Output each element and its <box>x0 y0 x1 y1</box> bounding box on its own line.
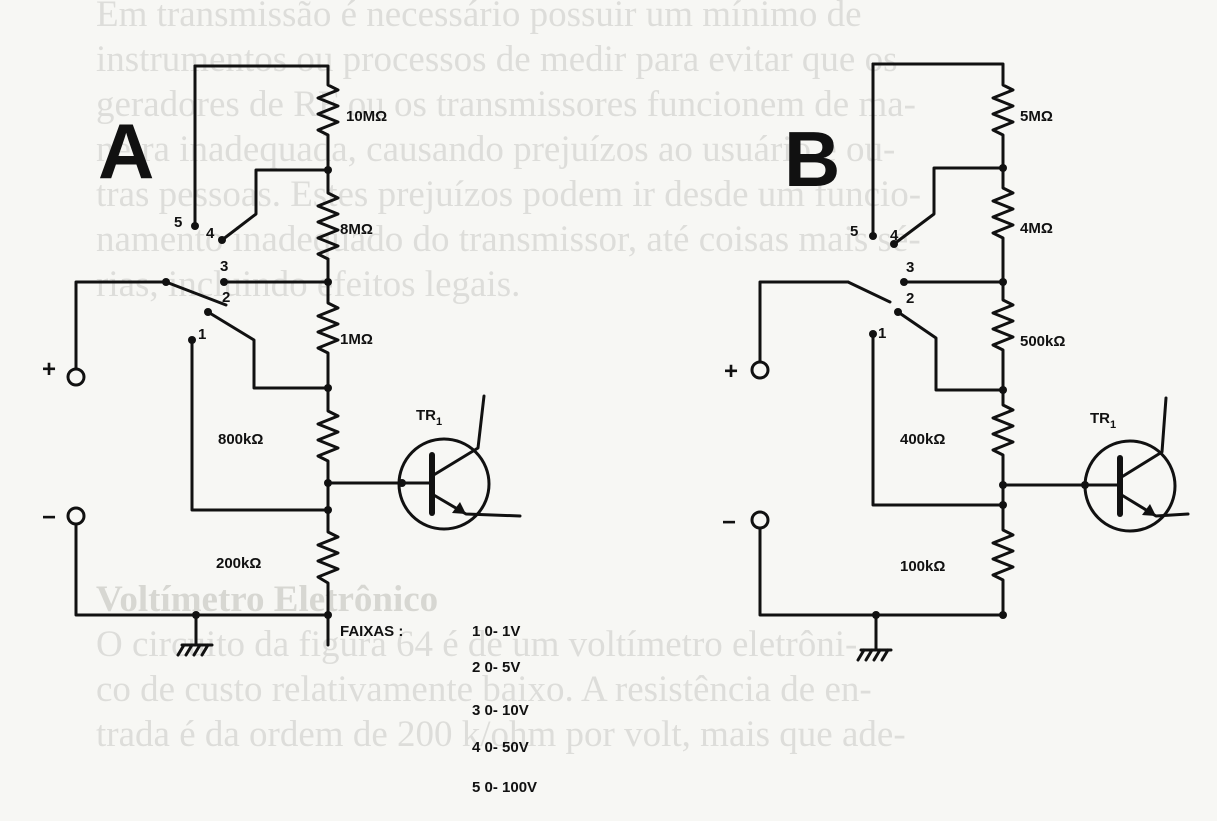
circuit-a-r2-label: 8MΩ <box>340 221 373 238</box>
circuit-b-wire-2 <box>896 310 1005 392</box>
range-4: 4 0- 50V <box>472 739 529 756</box>
circuit-b-minus-terminal <box>750 510 770 530</box>
circuit-a-rail <box>193 64 340 647</box>
circuit-a-minus-wire <box>74 518 330 617</box>
circuit-a-pos-5: 5 <box>174 214 182 231</box>
range-1: 1 0- 1V <box>472 623 520 640</box>
circuit-a-wire-4 <box>220 168 330 242</box>
circuit-b: B <box>722 62 1190 662</box>
circuit-a-pos-3: 3 <box>220 258 228 275</box>
circuit-a-r3-label: 1MΩ <box>340 331 373 348</box>
circuit-a-r4-label: 800kΩ <box>218 431 263 448</box>
circuit-a: A <box>42 64 537 796</box>
circuit-a-ground <box>176 613 214 657</box>
range-5: 5 0- 100V <box>472 779 537 796</box>
range-2: 2 0- 5V <box>472 659 520 676</box>
circuit-a-pos-4: 4 <box>206 225 215 242</box>
circuit-b-wire-4 <box>892 166 1005 246</box>
circuit-b-minus-wire <box>758 524 1005 617</box>
circuit-a-plus-terminal <box>66 367 86 387</box>
circuit-a-transistor-label: TR1 <box>416 407 442 428</box>
circuit-a-plus-wire <box>74 280 168 375</box>
circuit-b-label: B <box>784 115 840 203</box>
circuit-b-pos-3: 3 <box>906 259 914 276</box>
circuit-a-wiper <box>164 280 228 307</box>
circuit-b-plus-label: + <box>724 358 738 385</box>
circuit-b-pos-2: 2 <box>906 290 914 307</box>
circuit-b-rail <box>871 62 1015 617</box>
circuit-a-wire-1 <box>190 338 330 512</box>
circuit-b-r2-label: 4MΩ <box>1020 220 1053 237</box>
range-3: 3 0- 10V <box>472 702 529 719</box>
circuit-b-r3-label: 500kΩ <box>1020 333 1065 350</box>
circuit-b-pos-1: 1 <box>878 325 886 342</box>
circuit-b-transistor-label: TR1 <box>1090 410 1116 431</box>
circuit-a-minus-label: − <box>42 504 56 531</box>
circuit-a-plus-label: + <box>42 356 56 383</box>
circuit-a-wire-2 <box>206 310 330 390</box>
circuit-b-r4-label: 400kΩ <box>900 431 945 448</box>
circuit-b-wire-1 <box>871 332 1005 507</box>
ranges-title: FAIXAS : <box>340 623 403 640</box>
circuit-b-pos-5: 5 <box>850 223 858 240</box>
circuit-b-pos-4: 4 <box>890 227 899 244</box>
circuit-b-r1-label: 5MΩ <box>1020 108 1053 125</box>
circuit-b-plus-terminal <box>750 360 770 380</box>
circuit-a-label: A <box>98 107 154 195</box>
circuit-a-pos-1: 1 <box>198 326 206 343</box>
circuit-b-wiper <box>846 280 892 304</box>
circuit-a-r1-label: 10MΩ <box>346 108 387 125</box>
circuit-b-ground <box>856 613 893 662</box>
circuit-b-minus-label: − <box>722 509 736 536</box>
circuit-b-plus-wire <box>758 280 850 368</box>
circuit-a-minus-terminal <box>66 506 86 526</box>
circuit-a-pos-2: 2 <box>222 289 230 306</box>
circuit-a-r5-label: 200kΩ <box>216 555 261 572</box>
circuit-b-r5-label: 100kΩ <box>900 558 945 575</box>
